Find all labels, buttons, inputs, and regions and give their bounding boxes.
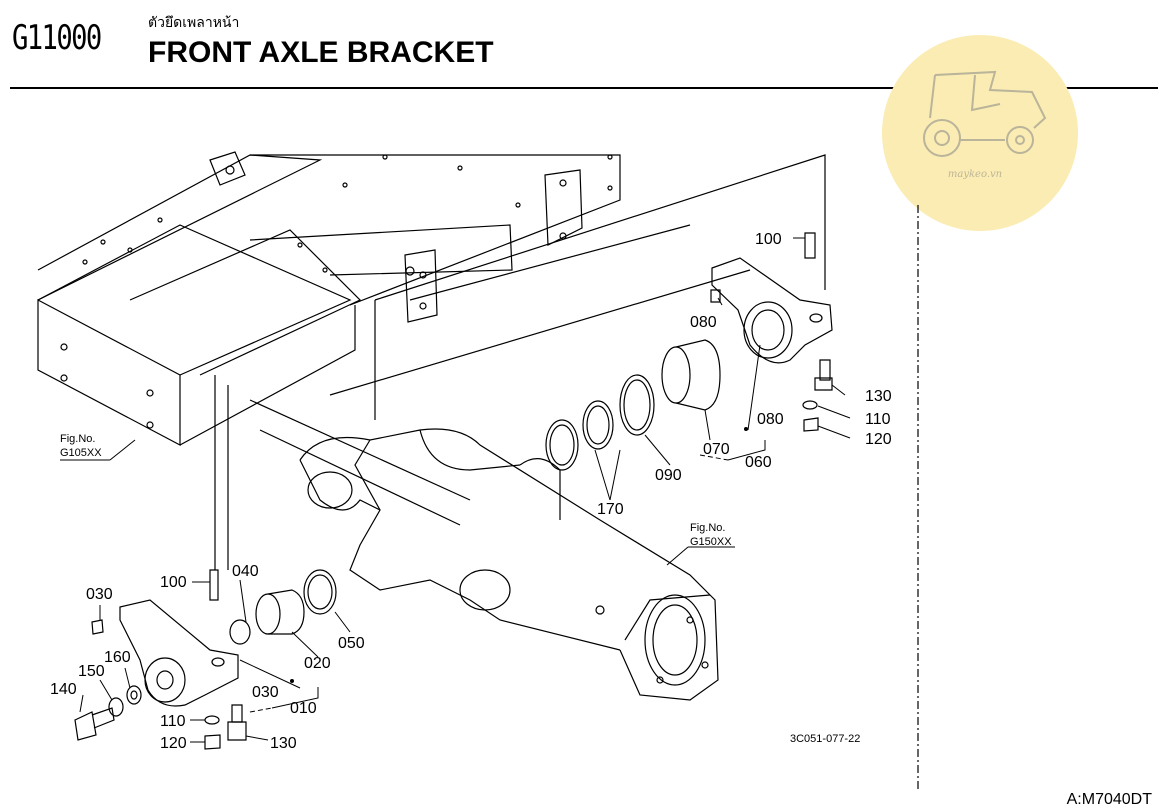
part-label: 150 [78, 663, 105, 680]
part-label: 120 [160, 735, 187, 752]
part-label: 060 [745, 454, 772, 471]
header-rule [10, 87, 1158, 89]
leader-lines [60, 237, 851, 743]
part-label: 090 [655, 467, 682, 484]
ref-g105-label: Fig.No. [60, 433, 95, 445]
figure-title: FRONT AXLE BRACKET [148, 36, 494, 69]
figure-references: Fig.No. G105XX Fig.No. G150XX 3C051-077-… [60, 433, 860, 745]
part-label: 080 [757, 411, 784, 428]
part-label: 120 [865, 431, 892, 448]
watermark-disc [882, 35, 1078, 231]
ref-g150-label: Fig.No. [690, 522, 725, 534]
ref-g105-code: G105XX [60, 447, 102, 459]
part-label: 110 [865, 411, 891, 428]
part-label: 030 [86, 586, 113, 603]
figure-title-thai: ตัวยึดเพลาหน้า [148, 15, 240, 31]
assembly-dot [744, 427, 748, 431]
part-label: 050 [338, 635, 365, 652]
model-code: A:M7040DT [1066, 791, 1152, 808]
part-label: 110 [160, 713, 186, 730]
part-label: 070 [703, 441, 730, 458]
watermark: maykeo.vn [882, 35, 1078, 231]
part-label: 030 [252, 684, 279, 701]
part-label: 010 [290, 700, 317, 717]
part-label: 130 [270, 735, 297, 752]
part-labels: 100 080 130 110 120 080 070 060 090 170 … [50, 231, 892, 752]
part-label: 130 [865, 388, 892, 405]
figure-code: G11000 [12, 18, 102, 58]
part-label: 170 [597, 501, 624, 518]
bracket-assembly-rear [74, 569, 337, 750]
bracket-assembly-front [545, 232, 833, 471]
part-label: 080 [690, 314, 717, 331]
part-label: 100 [160, 574, 187, 591]
watermark-text: maykeo.vn [948, 169, 1002, 180]
drawing-code: 3C051-077-22 [790, 733, 860, 745]
frame-assembly [37, 151, 621, 446]
tractor-icon [923, 70, 1047, 157]
part-label: 160 [104, 649, 131, 666]
part-label: 020 [304, 655, 331, 672]
part-label: 040 [232, 563, 259, 580]
part-label: 140 [50, 681, 77, 698]
part-label: 100 [755, 231, 782, 248]
axle-housing [249, 399, 719, 701]
ref-g150-code: G150XX [690, 536, 732, 548]
assembly-dot [290, 679, 294, 683]
